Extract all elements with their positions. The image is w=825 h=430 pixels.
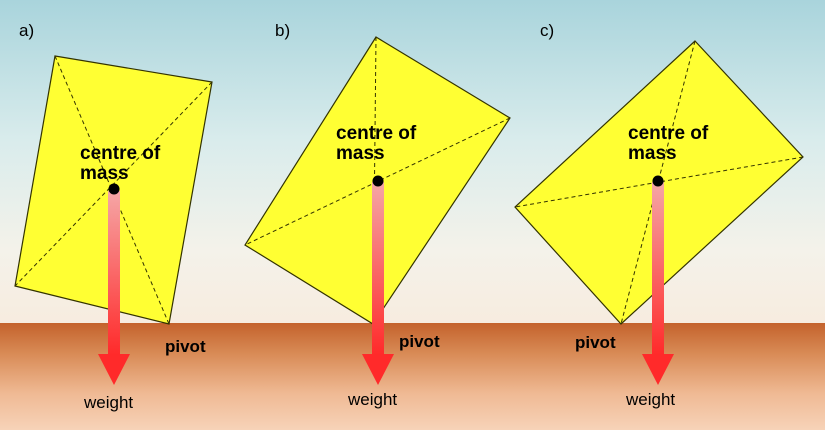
pivot-label-b: pivot bbox=[399, 332, 440, 351]
weight-arrow-c-shaft bbox=[652, 182, 664, 355]
panel-label-c: c) bbox=[540, 21, 555, 40]
centre-of-mass-label-b: centre of mass bbox=[336, 123, 417, 164]
centre-of-mass-dot-a bbox=[108, 183, 120, 195]
panel-c-block bbox=[514, 40, 804, 385]
weight-arrow-b-shaft bbox=[372, 182, 384, 355]
panel-b-block bbox=[244, 36, 511, 385]
weight-label-b: weight bbox=[348, 390, 398, 409]
pivot-label-a: pivot bbox=[165, 337, 206, 356]
panel-label-a: a) bbox=[19, 21, 35, 40]
centre-of-mass-dot-c bbox=[652, 175, 664, 187]
pivot-label-c: pivot bbox=[575, 333, 616, 352]
centre-of-mass-label-a: centre of mass bbox=[80, 143, 161, 184]
panel-label-b: b) bbox=[275, 21, 291, 40]
weight-arrow-b-head bbox=[362, 354, 394, 385]
weight-arrow-a-shaft bbox=[108, 191, 120, 355]
centre-of-mass-dot-b bbox=[372, 175, 384, 187]
centre-of-mass-label-c: centre of mass bbox=[628, 123, 709, 164]
panel-a-block bbox=[14, 55, 213, 385]
weight-label-a: weight bbox=[84, 393, 134, 412]
ground bbox=[0, 323, 825, 430]
weight-arrow-a-head bbox=[98, 354, 130, 385]
weight-arrow-c-head bbox=[642, 354, 674, 385]
weight-label-c: weight bbox=[626, 390, 676, 409]
